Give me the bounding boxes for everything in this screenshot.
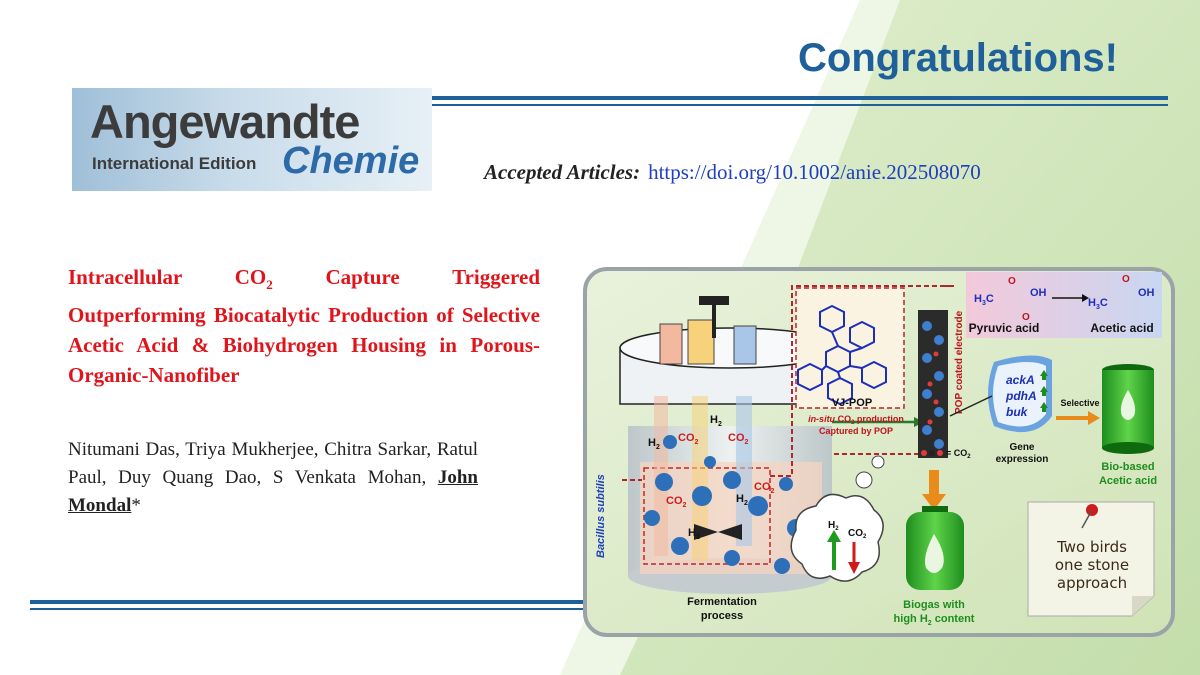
pop-caption-line1: in-situ CO2 production <box>808 414 904 426</box>
note-line1: Two birds <box>1056 538 1127 556</box>
gene-pdha: pdhA <box>1005 389 1037 403</box>
note-line3: approach <box>1057 574 1127 592</box>
electrode-label: POP coated electrode <box>954 310 965 414</box>
h2-label-3: H2 <box>736 493 748 507</box>
h2-label-2: H2 <box>648 437 660 451</box>
congratulations-heading: Congratulations! <box>798 36 1118 80</box>
co2-label: CO2 <box>678 432 699 446</box>
pyruvic-acetic-box <box>966 272 1162 338</box>
pyruvic-label: Pyruvic acid <box>969 321 1040 335</box>
gene-caption-line1: Gene <box>1009 442 1034 453</box>
cloud-co2: CO2 <box>848 528 867 540</box>
bio-acetic-line1: Bio-based <box>1101 461 1154 473</box>
bio-acetic-line2: Acetic acid <box>1099 475 1157 487</box>
note-line2: one stone <box>1055 556 1129 574</box>
doi-link[interactable]: https://doi.org/10.1002/anie.202508070 <box>648 160 981 184</box>
logo-word-international-edition: International Edition <box>92 154 257 173</box>
dashed-connector-1 <box>770 285 942 477</box>
selective-label: Selective <box>1060 398 1099 408</box>
h2-label: H2 <box>710 414 722 428</box>
corresponding-author: John Mondal <box>68 467 478 516</box>
svg-text:OH: OH <box>1030 287 1047 299</box>
article-title: Intracellular CO2 Capture Triggered Outp… <box>68 265 540 388</box>
reactor-caption-line2: process <box>701 610 743 622</box>
bottom-divider-thick <box>30 600 584 604</box>
co2-label-2: CO2 <box>728 432 749 446</box>
accepted-label: Accepted Articles: <box>484 160 641 184</box>
svg-text:O: O <box>1022 312 1030 323</box>
acetic-label: Acetic acid <box>1090 321 1153 335</box>
graphical-abstract: H2 CO2 CO2 CO2 CO2 H2 H2 H2 Fermentation… <box>583 267 1175 637</box>
svg-text:O: O <box>1122 274 1130 285</box>
pop-molecule <box>797 304 887 406</box>
author-list: Nitumani Das, Triya Mukherjee, Chitra Sa… <box>68 439 478 516</box>
gene-caption-line2: expression <box>996 454 1049 465</box>
accepted-articles-line: Accepted Articles: https://doi.org/10.100… <box>484 160 981 185</box>
svg-text:O: O <box>1008 276 1016 287</box>
bottom-divider-thin <box>30 608 584 610</box>
h2-label-4: H2 <box>688 527 700 541</box>
cloud-h2: H2 <box>828 520 839 532</box>
svg-text:OH: OH <box>1138 287 1155 299</box>
co2-label-3: CO2 <box>666 495 687 509</box>
top-divider-thick <box>432 96 1168 100</box>
co2-legend: = CO2 <box>946 448 971 460</box>
gene-acka: ackA <box>1006 373 1035 387</box>
svg-text:H3C: H3C <box>1088 297 1108 311</box>
svg-text:H3C: H3C <box>974 293 994 307</box>
biogas-line2: high H2 content <box>894 613 975 627</box>
top-divider-thin <box>432 104 1168 106</box>
pop-caption-line2: Captured by POP <box>819 426 893 436</box>
pop-electrode <box>918 310 948 458</box>
journal-logo: Angewandte International Edition Chemie <box>72 88 432 191</box>
co2-label-4: CO2 <box>754 481 775 495</box>
organism-label: Bacillus subtilis <box>595 474 607 558</box>
biogas-line1: Biogas with <box>903 599 965 611</box>
gene-buk: buk <box>1006 405 1029 419</box>
reactor-caption-line1: Fermentation <box>687 596 757 608</box>
logo-word-chemie: Chemie <box>282 140 420 182</box>
pop-name: VJ-POP <box>832 397 872 409</box>
logo-word-angewandte: Angewandte <box>90 95 360 148</box>
